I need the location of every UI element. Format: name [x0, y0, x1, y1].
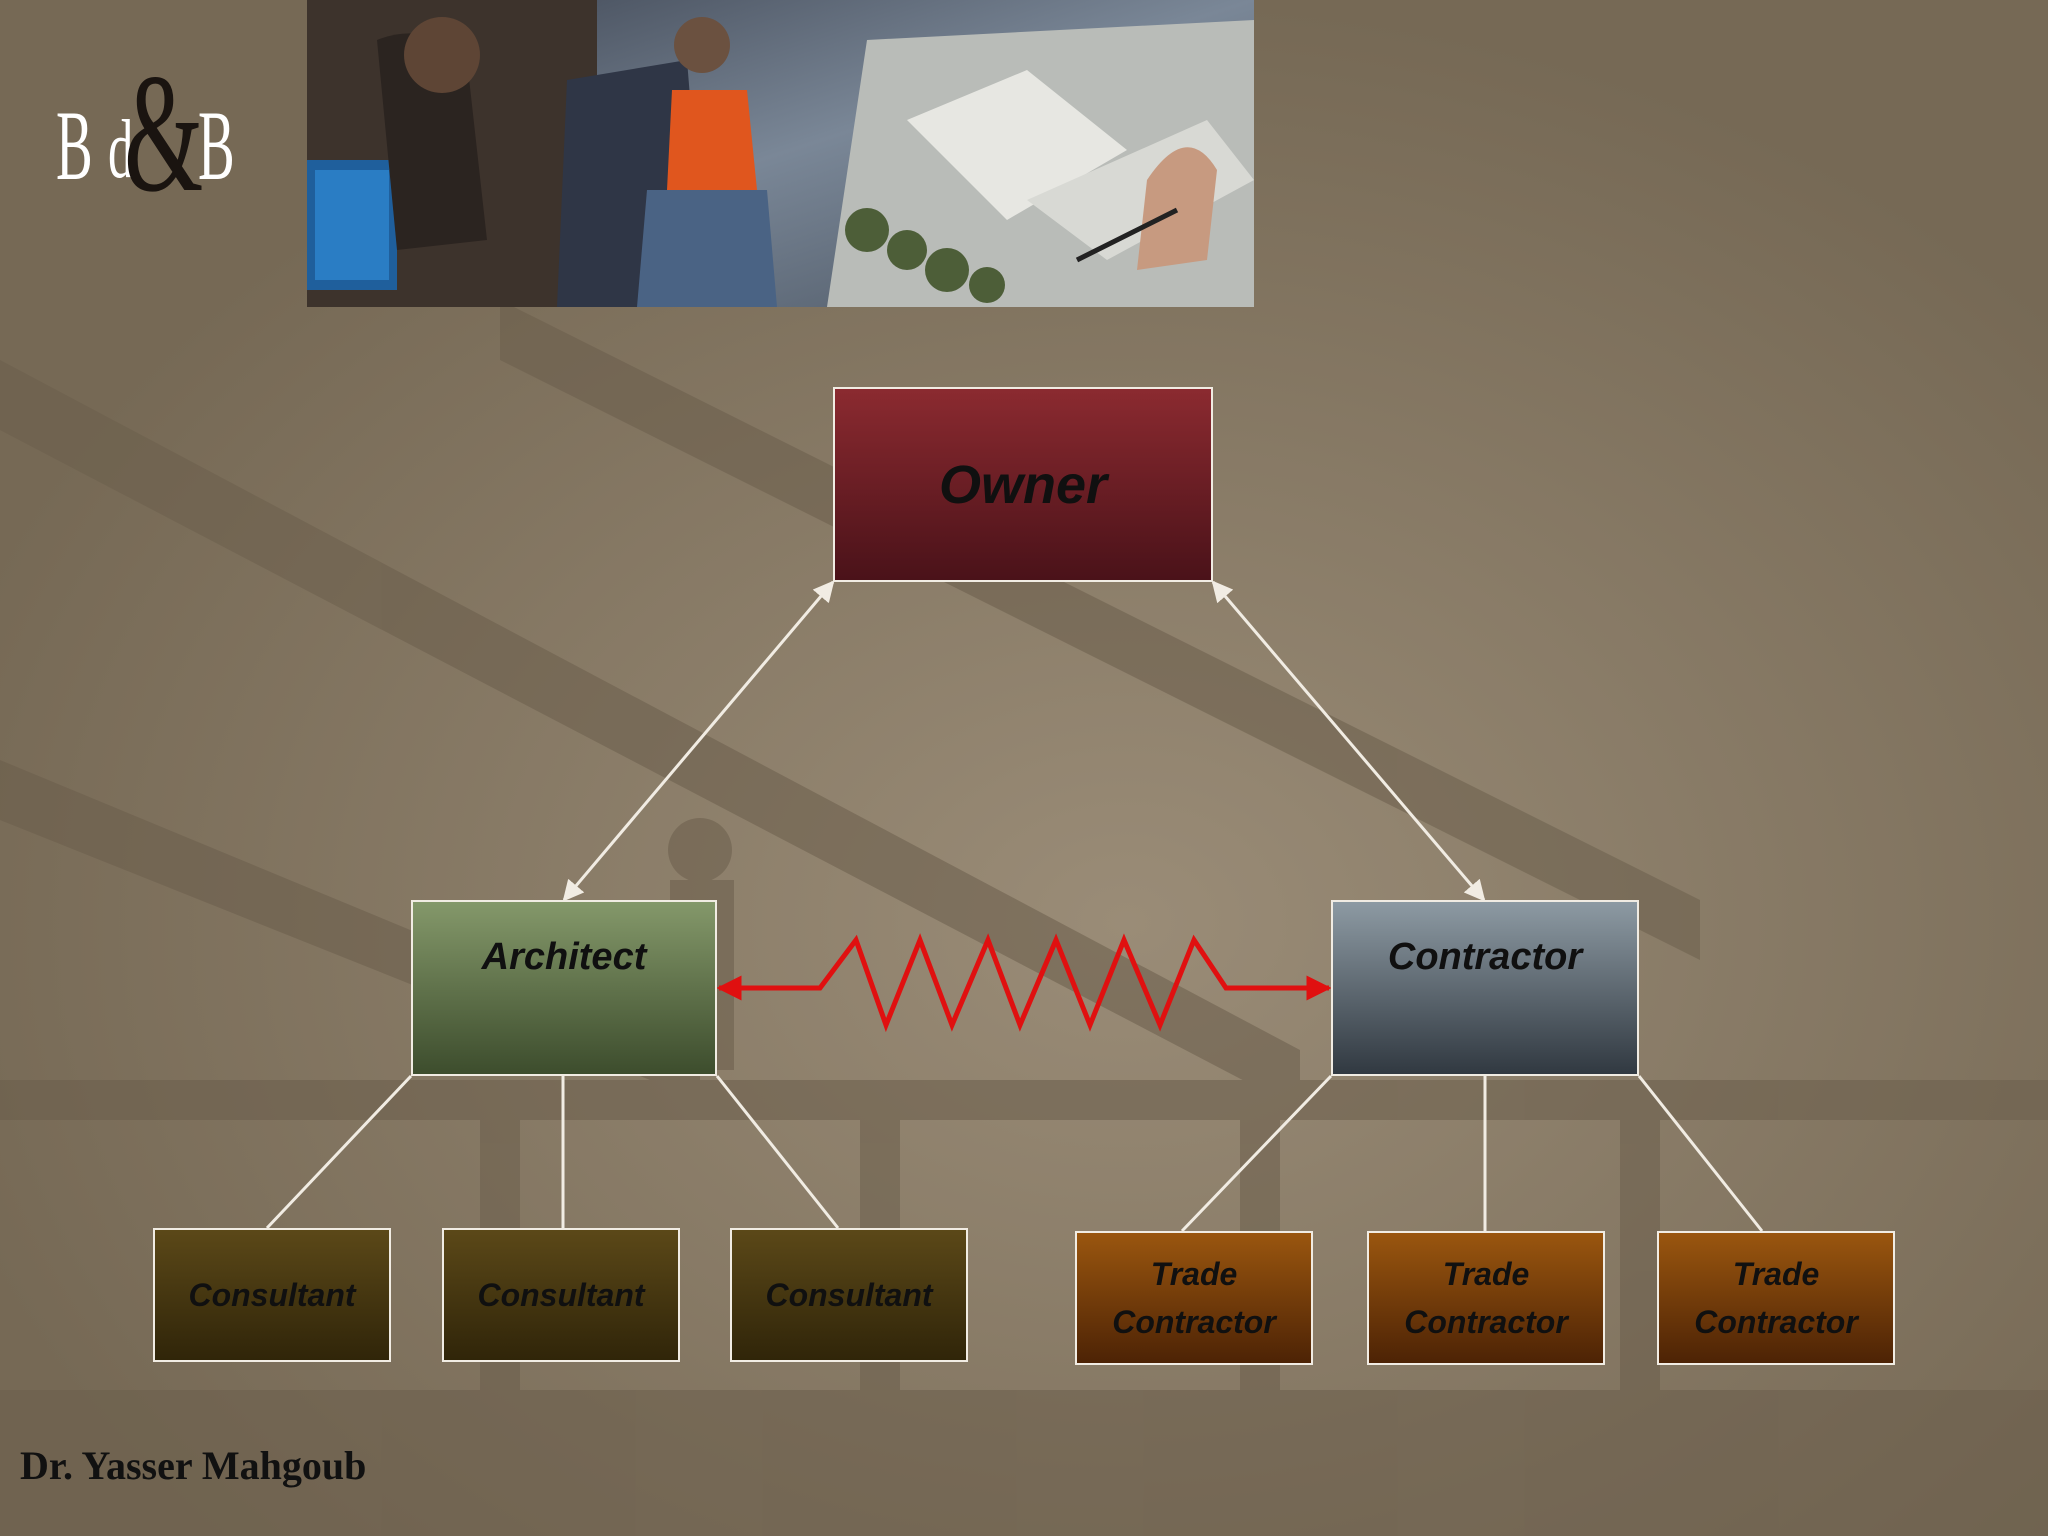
- logo-ampersand: &: [124, 39, 204, 227]
- consultant-label: Consultant: [188, 1276, 356, 1313]
- consultant-box-1: Consultant: [153, 1228, 391, 1362]
- owner-label: Owner: [938, 454, 1108, 515]
- header-photo: [307, 0, 1254, 307]
- architect-consultant-1-link: [265, 1074, 413, 1230]
- owner-architect-link: [562, 580, 835, 902]
- trade-label-line1: Trade: [1150, 1256, 1238, 1292]
- trade-contractor-box-2: Trade Contractor: [1367, 1231, 1605, 1365]
- bdb-logo: B d & B: [56, 48, 246, 218]
- architect-box: Architect: [411, 900, 717, 1076]
- trade-contractor-box-3: Trade Contractor: [1657, 1231, 1895, 1365]
- logo-letter-d: d: [108, 103, 134, 196]
- contractor-label: Contractor: [1387, 936, 1583, 978]
- trade-label-line2: Contractor: [1404, 1304, 1568, 1340]
- trade-label-line2: Contractor: [1112, 1304, 1276, 1340]
- contractor-trade-3-link: [1637, 1075, 1764, 1232]
- owner-box: Owner: [833, 387, 1213, 582]
- consultant-box-3: Consultant: [730, 1228, 968, 1362]
- consultant-label: Consultant: [477, 1276, 645, 1313]
- contractor-trade-1-link: [1180, 1074, 1333, 1233]
- trade-label-line1: Trade: [1442, 1256, 1530, 1292]
- owner-contractor-link: [1211, 580, 1486, 902]
- consultant-label: Consultant: [765, 1276, 933, 1313]
- architect-contractor-conflict: [716, 933, 1332, 1033]
- author-footer: Dr. Yasser Mahgoub: [20, 1443, 367, 1488]
- contractor-box: Contractor: [1331, 900, 1639, 1076]
- logo-letter-b-right: B: [198, 90, 235, 201]
- architect-consultant-3-link: [715, 1075, 840, 1229]
- architect-label: Architect: [481, 936, 647, 978]
- trade-label-line2: Contractor: [1694, 1304, 1858, 1340]
- logo-letter-b-left: B: [56, 90, 93, 201]
- trade-contractor-box-1: Trade Contractor: [1075, 1231, 1313, 1365]
- trade-label-line1: Trade: [1732, 1256, 1820, 1292]
- consultant-box-2: Consultant: [442, 1228, 680, 1362]
